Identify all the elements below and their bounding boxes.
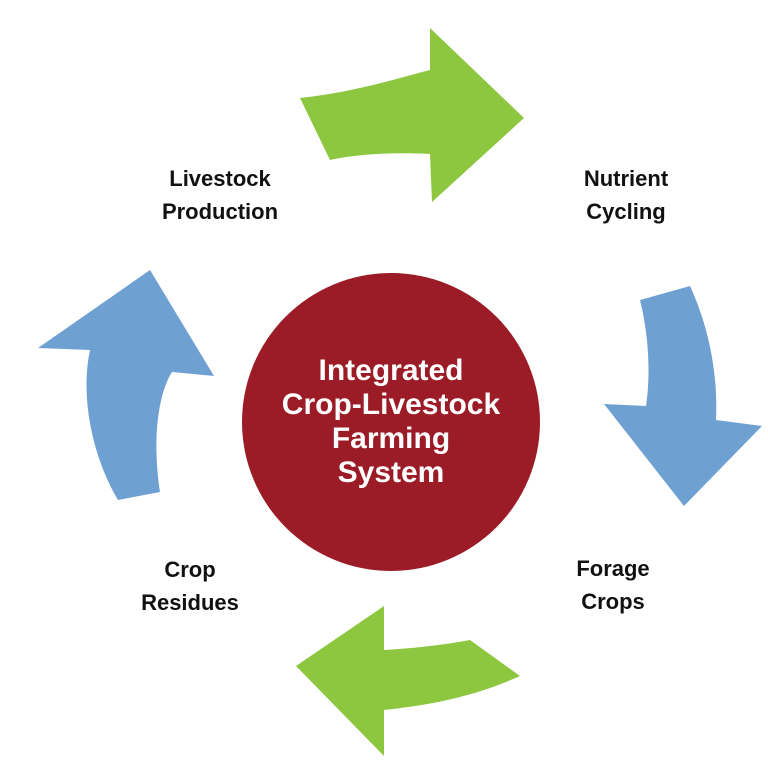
node-label-line-1: Nutrient [583,166,669,191]
node-label-line-2: Crops [581,589,645,614]
node-label-line-2: Residues [141,590,239,615]
node-label-line-2: Cycling [586,199,666,224]
arrow-livestock-to-nutrient [300,28,524,202]
node-forage-crops: Forage Crops [513,552,713,618]
arrow-nutrient-to-forage [604,286,762,506]
arrow-forage-to-residues [296,606,520,756]
center-title-line-4: System [337,456,445,489]
node-nutrient-cycling: Nutrient Cycling [526,162,726,228]
center-title: Integrated Crop-Livestock Farming System [256,354,526,490]
center-title-line-2: Crop-Livestock [281,388,501,421]
node-livestock-production: Livestock Production [120,162,320,228]
center-title-line-3: Farming [331,422,451,455]
node-label-line-1: Crop [164,557,216,582]
node-label-line-1: Livestock [169,166,271,191]
center-title-line-1: Integrated [318,354,464,387]
center-circle: Integrated Crop-Livestock Farming System [242,273,540,571]
node-label-line-1: Forage [576,556,650,581]
node-crop-residues: Crop Residues [90,553,290,619]
arrow-residues-to-livestock [38,270,214,500]
node-label-line-2: Production [161,199,279,224]
